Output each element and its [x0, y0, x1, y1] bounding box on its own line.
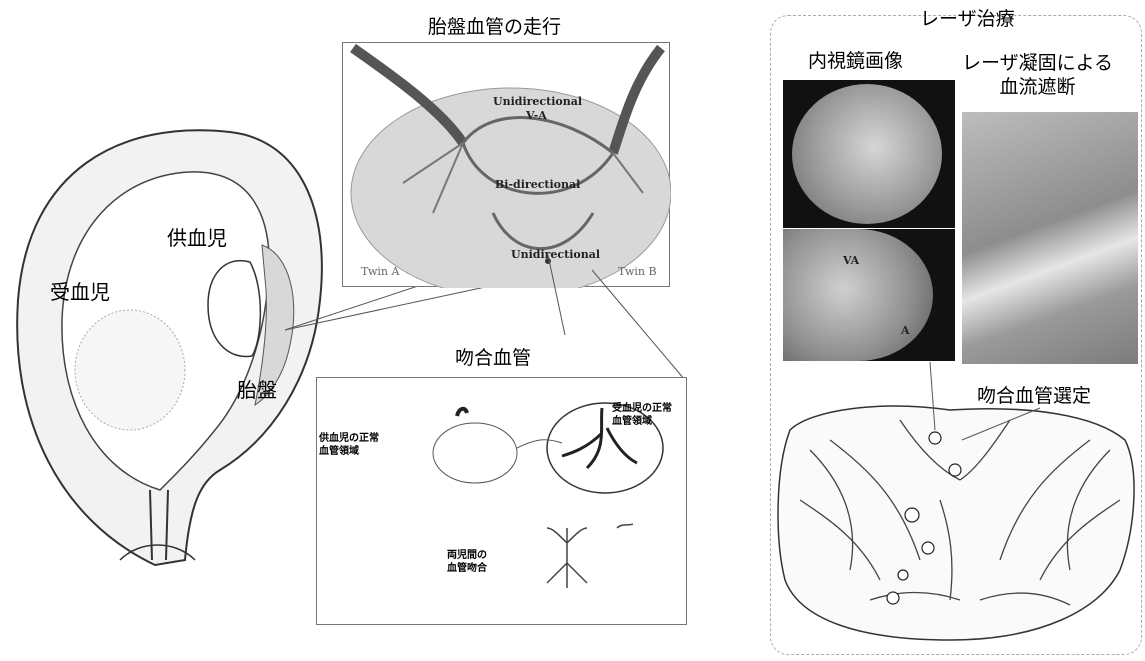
placenta-vessel-map	[0, 0, 1145, 661]
